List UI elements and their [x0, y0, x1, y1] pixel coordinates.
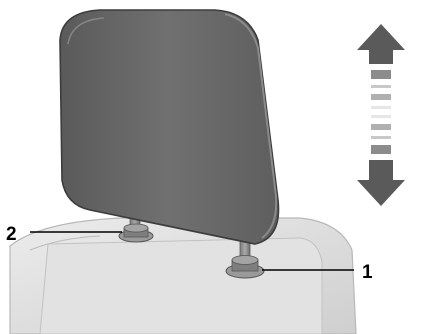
- seatback: [10, 218, 356, 334]
- left-headrest-post-guide: [119, 224, 153, 242]
- up-down-arrow-icon: [357, 24, 405, 206]
- headrest: [60, 10, 279, 244]
- up-arrow-head: [357, 24, 405, 50]
- down-arrow-head: [357, 180, 405, 206]
- callout-label-2: 2: [6, 224, 17, 245]
- callout-label-1: 1: [362, 262, 373, 283]
